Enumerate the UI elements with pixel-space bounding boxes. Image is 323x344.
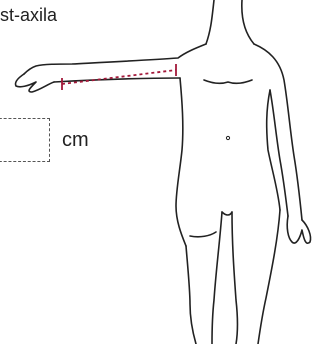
navel-mark	[226, 136, 229, 139]
right-leg-outer	[258, 210, 280, 344]
measurement-line	[62, 64, 176, 90]
right-arm-inner	[270, 90, 288, 216]
torso-left-outline	[176, 78, 186, 246]
neck-left-outline	[206, 0, 214, 44]
left-leg-inner	[212, 212, 222, 344]
neck-right-outline	[242, 0, 254, 44]
right-leg-inner	[232, 212, 238, 344]
crotch-outline	[222, 212, 232, 215]
left-leg-outer	[186, 246, 196, 344]
right-hand-outline	[287, 216, 310, 243]
chest-line	[204, 80, 252, 83]
waist-line	[190, 232, 216, 237]
arm-top-outline	[24, 44, 206, 74]
hand-outline	[15, 74, 54, 92]
arm-bottom-outline	[54, 78, 180, 82]
